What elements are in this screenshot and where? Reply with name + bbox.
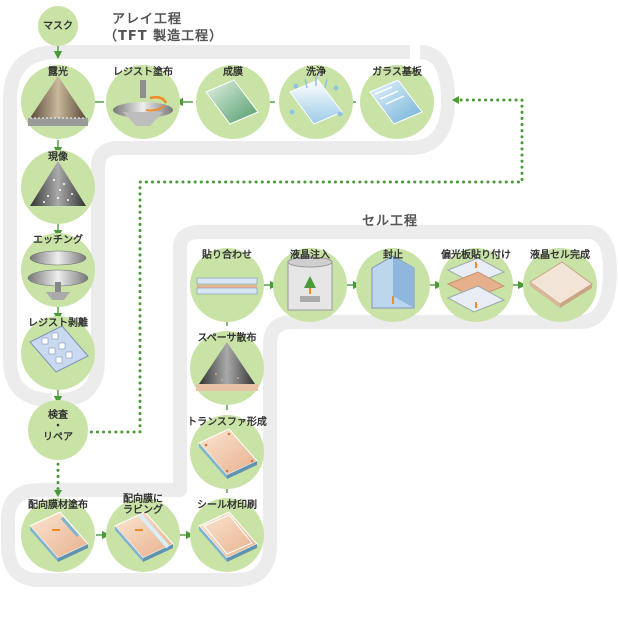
- mask-circle: [38, 6, 78, 46]
- complete-step: [523, 248, 597, 322]
- rubbing-step: [106, 498, 180, 572]
- label-resist-coat: レジスト塗布: [113, 67, 173, 78]
- label-etching: エッチング: [33, 235, 83, 246]
- glass-substrate-step: [360, 65, 434, 139]
- label-seal-stop: 封止: [383, 250, 403, 261]
- bond-step: [190, 248, 264, 322]
- label-inspect-line2: ・: [53, 421, 63, 432]
- label-resist-strip: レジスト剥離: [28, 318, 88, 329]
- resist-strip-step: [21, 316, 95, 390]
- inspect-circle: [28, 400, 88, 460]
- film-step: [196, 65, 270, 139]
- label-film: 成膜: [223, 67, 243, 78]
- label-align-coat: 配向膜材塗布: [28, 500, 88, 511]
- transfer-step: [190, 415, 264, 489]
- seal-stop-step: [356, 248, 430, 322]
- etching-step: [21, 233, 95, 307]
- resist-coat-step: [106, 65, 180, 139]
- label-rubbing-line2: ラビング: [123, 505, 163, 516]
- array-process-subtitle: （TFT 製造工程）: [104, 29, 224, 44]
- label-inspect: 検査 ・ リペア: [18, 410, 98, 443]
- label-develop: 現像: [48, 152, 68, 163]
- cell-process-title: セル工程: [362, 214, 419, 229]
- label-mask: マスク: [43, 21, 73, 32]
- label-inspect-line3: リペア: [43, 432, 73, 443]
- process-track: [1, 45, 617, 587]
- label-wash: 洗浄: [306, 67, 326, 78]
- label-transfer: トランスファ形成: [187, 417, 267, 428]
- label-rubbing: 配向膜に ラビング: [103, 494, 183, 516]
- polarizer-step: [439, 248, 513, 322]
- label-lc-inject: 液晶注入: [290, 250, 330, 261]
- label-bond: 貼り合わせ: [202, 250, 252, 261]
- lc-inject-step: [273, 248, 347, 322]
- label-inspect-line1: 検査: [48, 410, 68, 421]
- wash-step: [279, 65, 353, 139]
- exposure-step: [21, 65, 95, 139]
- array-process-title: アレイ工程: [112, 12, 183, 27]
- label-polarizer: 偏光板貼り付け: [441, 250, 511, 261]
- align-coat-step: [21, 498, 95, 572]
- label-exposure: 露光: [48, 67, 68, 78]
- develop-step: [21, 150, 95, 224]
- label-rubbing-line1: 配向膜に: [123, 494, 163, 505]
- label-complete: 液晶セル完成: [530, 250, 590, 261]
- spacer-step: [190, 331, 264, 405]
- label-glass: ガラス基板: [372, 67, 422, 78]
- label-spacer: スペーサ散布: [197, 333, 257, 344]
- seal-print-step: [190, 498, 264, 572]
- label-seal-print: シール材印刷: [197, 500, 257, 511]
